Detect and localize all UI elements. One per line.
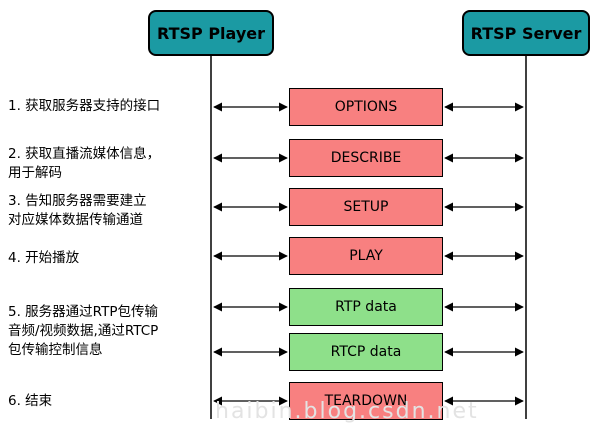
rtcp-data-message-box: RTCP data — [289, 333, 443, 371]
step-3-label: 3. 告知服务器需要建立 对应媒体数据传输通道 — [8, 193, 147, 228]
step-2-label: 2. 获取直播流媒体信息， 用于解码 — [8, 146, 161, 181]
step-5-label: 5. 服务器通过RTP包传输 音频/视频数据,通过RTCP 包传输控制信息 — [8, 304, 159, 358]
rtsp-player-actor: RTSP Player — [148, 10, 274, 56]
teardown-message-box: TEARDOWN — [289, 382, 443, 420]
play-message-box: PLAY — [289, 237, 443, 275]
step-1-label: 1. 获取服务器支持的接口 — [8, 98, 161, 114]
rtp-data-message-box: RTP data — [289, 288, 443, 326]
setup-message-box: SETUP — [289, 188, 443, 226]
watermark: haibin.blog.csdn.net — [215, 399, 479, 424]
describe-message-box: DESCRIBE — [289, 139, 443, 177]
options-message-box: OPTIONS — [289, 88, 443, 126]
step-6-label: 6. 结束 — [8, 393, 53, 409]
rtsp-server-actor: RTSP Server — [462, 10, 590, 56]
step-4-label: 4. 开始播放 — [8, 250, 80, 266]
